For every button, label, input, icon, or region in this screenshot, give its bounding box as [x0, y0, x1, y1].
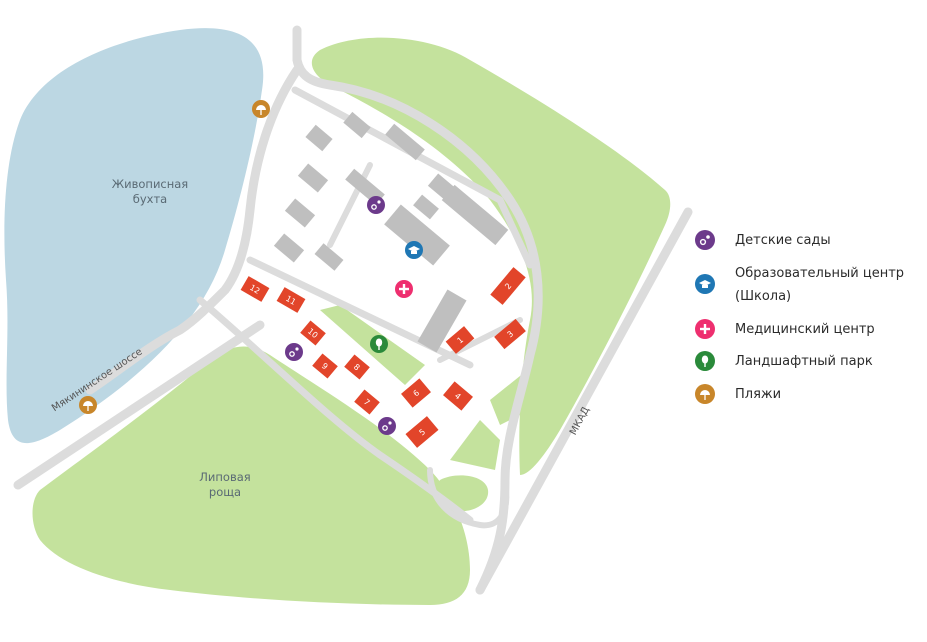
medical-icon: [695, 319, 715, 339]
bay-water: [4, 28, 264, 444]
building-1[interactable]: 1: [445, 326, 475, 354]
legend-item-beach[interactable]: Пляжи: [695, 383, 781, 406]
building-9[interactable]: 9: [312, 353, 338, 379]
poi-kindergarten-2[interactable]: [285, 343, 303, 361]
road-inner-loop: [427, 467, 510, 529]
legend-item-park[interactable]: Ландшафтный парк: [695, 350, 873, 373]
kindergarten-icon: [695, 230, 715, 250]
park-icon: [695, 351, 715, 371]
legend-item-kindergarten[interactable]: Детские сады: [695, 229, 831, 252]
svg-text:2: 2: [503, 281, 513, 291]
road-inner-south: [196, 296, 474, 524]
svg-text:3: 3: [505, 329, 515, 339]
bay-label: Живописная бухта: [105, 177, 195, 207]
building-12[interactable]: 12: [240, 276, 270, 302]
svg-text:8: 8: [352, 362, 362, 372]
poi-park[interactable]: [370, 335, 388, 353]
green-patch-2: [450, 420, 500, 470]
grove-label-line2: роща: [208, 485, 242, 499]
building-4[interactable]: 4: [443, 381, 473, 411]
road-ring-inner: [85, 65, 302, 395]
building-6[interactable]: 6: [401, 378, 431, 408]
school-icon: [695, 274, 715, 294]
block: [297, 163, 329, 193]
grove-label-line1: Липовая: [199, 470, 251, 484]
legend-item-medical[interactable]: Медицинский центр: [695, 318, 875, 341]
building-5[interactable]: 5: [405, 416, 439, 448]
block: [384, 204, 450, 266]
legend-label-park: Ландшафтный парк: [735, 354, 873, 369]
block: [314, 243, 344, 271]
beach-icon: [695, 384, 715, 404]
road-ring-outer: [292, 25, 543, 595]
block: [305, 124, 333, 152]
building-2[interactable]: 2: [490, 267, 526, 305]
svg-text:7: 7: [362, 397, 372, 407]
residential-buildings: 1 2 3 4 5 6 7 8 9 10 11 12: [240, 267, 526, 448]
bay-label-line1: Живописная: [111, 177, 189, 191]
poi-kindergarten-1[interactable]: [367, 196, 385, 214]
svg-text:1: 1: [455, 335, 465, 345]
svg-text:5: 5: [417, 427, 427, 437]
legend-label-kindergarten: Детские сады: [735, 233, 831, 248]
block: [284, 198, 316, 228]
block: [413, 194, 439, 220]
poi-school[interactable]: [405, 241, 423, 259]
green-northeast: [311, 37, 671, 475]
block: [385, 123, 425, 161]
grey-blocks: [273, 111, 509, 353]
roads: [13, 25, 693, 595]
building-11[interactable]: 11: [276, 287, 306, 313]
legend-label-medical: Медицинский центр: [735, 322, 875, 337]
svg-text:12: 12: [248, 283, 261, 296]
poi-kindergarten-3[interactable]: [378, 417, 396, 435]
grove-label: Липовая роща: [180, 470, 270, 500]
svg-text:4: 4: [453, 391, 463, 401]
building-8[interactable]: 8: [344, 354, 370, 380]
block: [343, 111, 371, 139]
road-mkad: [475, 207, 693, 595]
bay-label-line2: бухта: [132, 192, 168, 206]
block: [273, 233, 305, 263]
road-myakinino: [13, 320, 265, 490]
legend-label-beach: Пляжи: [735, 387, 782, 402]
block: [417, 289, 467, 353]
block: [441, 184, 509, 246]
green-grove: [32, 346, 470, 605]
building-3[interactable]: 3: [494, 318, 526, 350]
building-10[interactable]: 10: [300, 320, 326, 346]
building-7[interactable]: 7: [354, 389, 380, 415]
svg-text:11: 11: [284, 294, 297, 307]
svg-text:6: 6: [411, 388, 421, 398]
poi-beach-1[interactable]: [252, 100, 270, 118]
legend-label-school: Образовательный центр (Школа): [735, 266, 905, 304]
poi-medical[interactable]: [395, 280, 413, 298]
svg-text:9: 9: [320, 361, 330, 371]
poi-beach-2[interactable]: [79, 396, 97, 414]
legend-item-school[interactable]: Образовательный центр (Школа): [695, 262, 904, 308]
